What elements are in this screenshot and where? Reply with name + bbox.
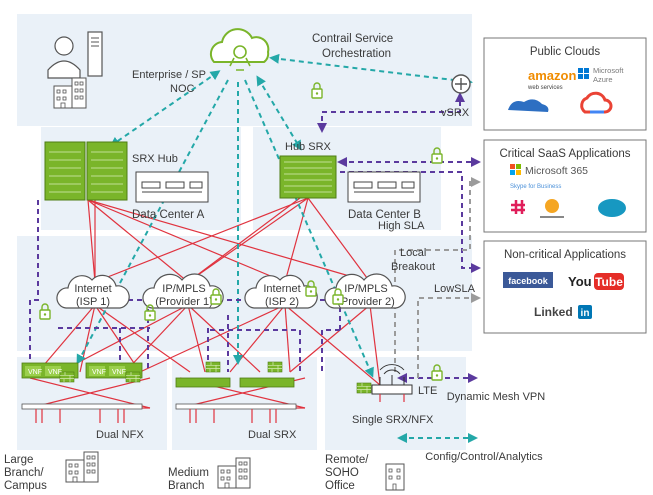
remote-line3: Office [325,480,355,492]
vnf-label: VNF [28,369,42,376]
svg-text:Microsoft 365: Microsoft 365 [525,165,588,177]
svg-text:facebook: facebook [508,276,549,286]
cloud4-line1: IP/MPLS [344,283,387,295]
noc-title-line1: Contrail Service [312,33,393,45]
youtube-logo: You Tube [568,273,624,290]
hub-srx-device [279,155,337,199]
svg-text:Tube: Tube [595,275,623,289]
microsoft-365-logo: Microsoft 365 [510,164,588,177]
cloud2-line1: IP/MPLS [162,283,205,295]
public-clouds-panel [483,37,647,131]
lte-label: LTE [418,385,437,397]
legend-config-label: Config/Control/Analytics [425,451,543,463]
cloud4-line2: (Provider 2) [337,296,394,308]
noncritical-title: Non-critical Applications [504,249,626,261]
low-sla-label: LowSLA [434,283,476,295]
cloud-internet-isp1 [56,274,130,309]
vnf-label: VNF [92,369,106,376]
remote-office-building-icon [385,463,405,491]
svg-text:Linked: Linked [534,305,573,319]
cloud1-line1: Internet [74,283,111,295]
svg-text:amazon: amazon [528,68,576,83]
large-branch-switches [21,403,143,423]
vsrx-label: vSRX [441,107,470,119]
cloud-mpls-provider1 [142,273,224,309]
data-center-a-icon [135,171,209,203]
azure-logo: Microsoft Azure [578,66,624,84]
remote-line2: SOHO [325,467,359,479]
large-branch-building-icon [65,451,99,483]
linkedin-logo: Linked in [534,305,592,319]
svg-text:Microsoft: Microsoft [593,66,624,75]
noc-users-icon [47,31,103,109]
cloud3-line1: Internet [263,283,300,295]
cloud-mpls-provider2 [324,273,406,309]
dc-b-label: Data Center B [348,209,421,221]
large-branch-vnf-devices [21,362,143,383]
cloud-provider-logo [508,99,549,112]
control-lines [76,53,478,443]
google-cloud-logo [580,91,613,114]
salesforce-logo [598,199,626,217]
aws-logo: amazon web services [527,68,576,91]
lte-router-icon [356,364,413,402]
app-logo [540,199,564,218]
high-sla-label: High SLA [378,220,425,232]
wan-clouds [56,273,406,309]
medium-branch-line2: Branch [168,480,204,492]
local-label-line2: Breakout [391,261,435,273]
cloud3-line2: (ISP 2) [265,296,299,308]
remote-line1: Remote/ [325,454,369,466]
cloud2-line2: (Provider 1) [155,296,212,308]
vsrx-router-icon [451,74,471,94]
single-srx-label: Single SRX/NFX [352,414,434,426]
medium-branch-line1: Medium [168,467,209,479]
saas-title: Critical SaaS Applications [499,148,630,160]
legend-mesh-label: Dynamic Mesh VPN [447,391,545,403]
large-branch-line2: Branch/ [4,467,44,479]
slack-logo [511,200,525,214]
medium-branch-srx-devices [175,361,295,388]
medium-branch-switches [175,403,297,423]
data-center-b-icon [347,171,421,203]
noc-title-line2: Orchestration [322,48,391,60]
dc-a-label: Data Center A [132,209,205,221]
skype-logo: Skype for Business [510,184,561,190]
facebook-logo: facebook [503,272,553,288]
large-branch-line3: Campus [4,480,47,492]
svg-text:You: You [568,274,592,289]
saas-panel [483,139,647,233]
medium-branch-panel [172,357,317,450]
svg-text:in: in [581,308,590,319]
vnf-label: VNF [112,369,126,376]
hub-srx-label: Hub SRX [285,141,332,153]
svg-text:Azure: Azure [593,75,613,84]
medium-branch-building-icon [217,457,251,489]
dual-nfx-label: Dual NFX [96,429,144,441]
srx-hub-label: SRX Hub [132,153,178,165]
vnf-label: VNF [48,369,62,376]
cloud1-line2: (ISP 1) [76,296,110,308]
public-clouds-title: Public Clouds [530,46,601,58]
noc-left-line2: NOC [170,83,195,95]
srx-hub-device [44,141,128,201]
large-branch-line1: Large [4,454,33,466]
svg-text:web services: web services [527,85,563,91]
local-label-line1: Local [400,247,426,259]
orchestration-cloud-icon [209,28,270,71]
dual-srx-label: Dual SRX [248,429,297,441]
noc-left-line1: Enterprise / SP [132,69,206,81]
